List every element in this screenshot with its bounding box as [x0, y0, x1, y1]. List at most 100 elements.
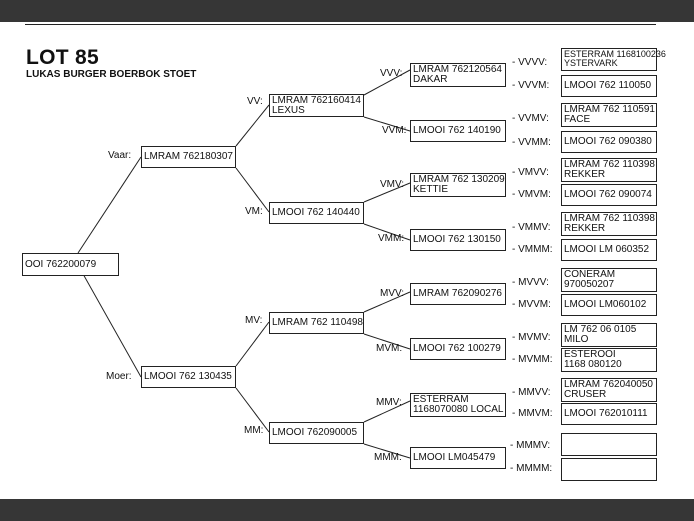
mm-box: LMOOI 762090005 [269, 422, 364, 444]
mmvm-line1: LMOOI 762010111 [564, 408, 648, 419]
mvvv-box: CONERAM 970050207 [561, 268, 657, 292]
vvvv-line1: ESTERRAM 1168100236 [564, 49, 666, 59]
vvm-line1: LMOOI 762 140190 [413, 125, 501, 136]
top-band [0, 0, 694, 22]
vv-box: LMRAM 762160414 LEXUS [269, 94, 364, 117]
mvm-label: MVM: [376, 343, 403, 354]
mvvv-line1: CONERAM [564, 269, 616, 280]
mmmm-label: - MMMM: [510, 463, 553, 474]
page-subtitle: LUKAS BURGER BOERBOK STOET [26, 69, 197, 80]
mvmv-label: - MVMV: [512, 332, 551, 343]
mvm-line1: LMOOI 762 100279 [413, 343, 501, 354]
vvmm-line1: LMOOI 762 090380 [564, 136, 652, 147]
vmvv-line1: LMRAM 762 110398 [564, 159, 655, 170]
vvvv-line2: YSTERVARK [564, 58, 618, 68]
mvv-box: LMRAM 762090276 [410, 283, 506, 305]
mvmm-box: ESTEROOI 1168 080120 [561, 348, 657, 372]
vvvm-line1: LMOOI 762 110050 [564, 80, 652, 91]
mmm-line1: LMOOI LM045479 [413, 452, 496, 463]
mvvm-box: LMOOI LM060102 [561, 294, 657, 316]
vmv-label: VMV: [380, 179, 405, 190]
vvv-line2: DAKAR [413, 74, 448, 85]
mmmm-box [561, 458, 657, 481]
vvm-label: VVM: [382, 125, 407, 136]
mmmv-label: - MMMV: [510, 440, 551, 451]
animal-box: OOI 762200079 [22, 253, 119, 276]
animal-name: OOI 762200079 [25, 258, 97, 270]
vvvm-box: LMOOI 762 110050 [561, 75, 657, 97]
moer-name: LMOOI 762 130435 [144, 371, 232, 382]
vmm-box: LMOOI 762 130150 [410, 229, 506, 251]
mmv-box: ESTERRAM 1168070080 LOCAL [410, 393, 506, 417]
mvmv-line1: LM 762 06 0105 [564, 324, 637, 335]
mv-box: LMRAM 762 110498 [269, 312, 364, 334]
mvvv-line2: 970050207 [564, 279, 615, 290]
vv-line2: LEXUS [272, 105, 305, 116]
vmmm-box: LMOOI LM 060352 [561, 239, 657, 261]
mv-line1: LMRAM 762 110498 [272, 317, 363, 328]
vmm-line1: LMOOI 762 130150 [413, 234, 501, 245]
mv-label: MV: [245, 315, 263, 326]
vvv-line1: LMRAM 762120564 [413, 64, 502, 75]
vvv-label: VVV: [380, 68, 403, 79]
mmvm-box: LMOOI 762010111 [561, 403, 657, 425]
mmvv-box: LMRAM 762040050 CRUSER [561, 378, 657, 402]
mmm-box: LMOOI LM045479 [410, 447, 506, 469]
mmmv-box [561, 433, 657, 456]
vmmv-box: LMRAM 762 110398 REKKER [561, 212, 657, 236]
vmv-box: LMRAM 762 130209 KETTIE [410, 173, 506, 197]
vvmm-label: - VVMM: [512, 137, 551, 148]
vvvm-label: - VVVM: [512, 80, 550, 91]
vvvv-label: - VVVV: [512, 57, 548, 68]
vm-box: LMOOI 762 140440 [269, 202, 364, 224]
mmv-line1: ESTERRAM [413, 394, 469, 405]
mmvv-label: - MMVV: [512, 387, 551, 398]
mvvm-label: - MVVM: [512, 299, 551, 310]
vaar-label: Vaar: [108, 150, 132, 161]
mvvm-line1: LMOOI LM060102 [564, 299, 647, 310]
vmm-label: VMM: [378, 233, 405, 244]
vmvm-line1: LMOOI 762 090074 [564, 189, 652, 200]
vm-label: VM: [245, 206, 263, 217]
vv-line1: LMRAM 762160414 [272, 95, 361, 106]
mmv-label: MMV: [376, 397, 402, 408]
mvmm-label: - MVMM: [512, 354, 553, 365]
vmmm-line1: LMOOI LM 060352 [564, 244, 650, 255]
vaar-box: LMRAM 762180307 [141, 146, 236, 168]
mvv-line1: LMRAM 762090276 [413, 288, 502, 299]
mmvv-line2: CRUSER [564, 389, 607, 400]
vmvv-line2: REKKER [564, 169, 606, 180]
mmvm-label: - MMVM: [512, 408, 553, 419]
vmvv-box: LMRAM 762 110398 REKKER [561, 158, 657, 182]
vmv-line2: KETTIE [413, 184, 449, 195]
vv-label: VV: [247, 96, 263, 107]
vvv-box: LMRAM 762120564 DAKAR [410, 63, 506, 87]
vvmm-box: LMOOI 762 090380 [561, 131, 657, 153]
vvmv-box: LMRAM 762 110591 FACE [561, 103, 657, 127]
vvmv-line2: FACE [564, 114, 591, 125]
mvmv-line2: MILO [564, 334, 589, 345]
mvmm-line1: ESTEROOI [564, 349, 616, 360]
vaar-name: LMRAM 762180307 [144, 151, 233, 162]
vmv-line1: LMRAM 762 130209 [413, 174, 505, 185]
vvvv-box: ESTERRAM 1168100236 YSTERVARK [561, 48, 666, 71]
header-rule [25, 24, 656, 25]
mvmv-box: LM 762 06 0105 MILO [561, 323, 657, 347]
vm-line1: LMOOI 762 140440 [272, 207, 360, 218]
vvm-box: LMOOI 762 140190 [410, 120, 506, 142]
vvmv-line1: LMRAM 762 110591 [564, 104, 655, 115]
vmvm-box: LMOOI 762 090074 [561, 184, 657, 206]
page-title: LOT 85 [26, 46, 99, 69]
moer-label: Moer: [106, 371, 132, 382]
bottom-band [0, 499, 694, 521]
mvvv-label: - MVVV: [512, 277, 549, 288]
mmv-line2: 1168070080 LOCAL [413, 404, 504, 415]
mm-line1: LMOOI 762090005 [272, 427, 358, 438]
vmmm-label: - VMMM: [512, 244, 553, 255]
mm-label: MM: [244, 425, 264, 436]
mvv-label: MVV: [380, 288, 405, 299]
mvm-box: LMOOI 762 100279 [410, 338, 506, 360]
vmmv-line2: REKKER [564, 223, 606, 234]
vmmv-line1: LMRAM 762 110398 [564, 213, 655, 224]
